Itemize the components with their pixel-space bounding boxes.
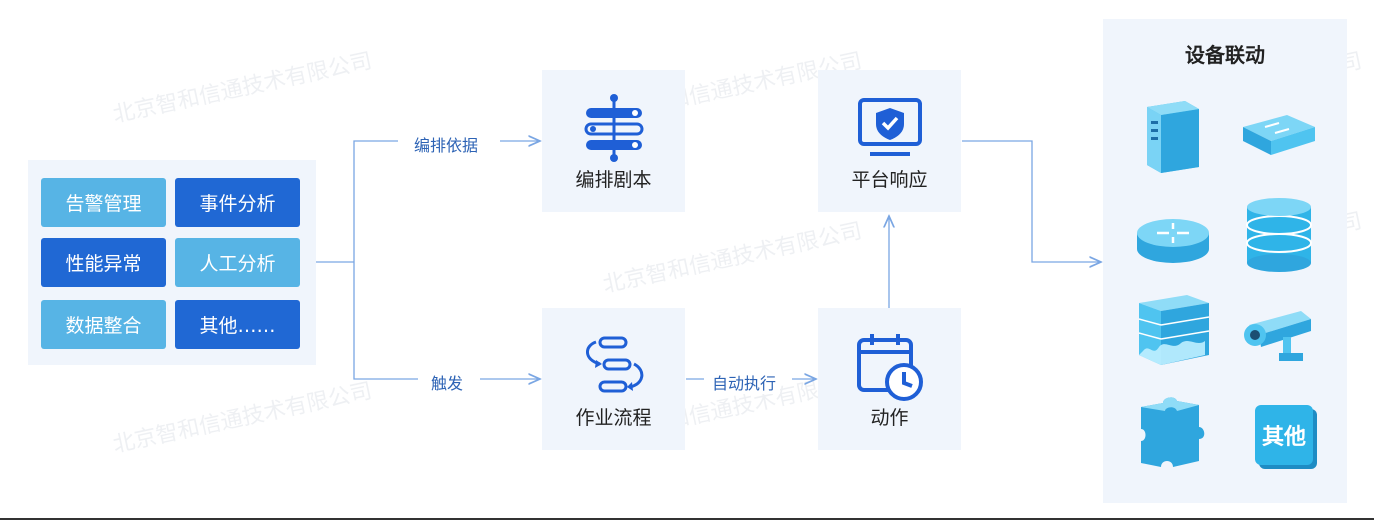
source-tag-other: 其他…… (175, 300, 300, 349)
device-panel: 设备联动 (1103, 19, 1347, 503)
card-label: 动作 (870, 407, 909, 429)
edge-label-trigger: 触发 (427, 370, 468, 394)
camera-icon (1244, 311, 1311, 361)
switch-icon (1243, 115, 1315, 155)
database-icon (1246, 198, 1312, 272)
workflow-icon (586, 336, 644, 393)
server-icon (1147, 101, 1199, 173)
playbook-icon (584, 94, 644, 162)
source-panel: 告警管理 事件分析 性能异常 人工分析 数据整合 其他…… (28, 160, 316, 365)
link-junction-down (353, 262, 418, 380)
firewall-icon (1138, 295, 1210, 365)
calendar-clock-icon (857, 334, 923, 401)
source-tag-alarm: 告警管理 (41, 178, 166, 227)
source-tag-manual-analysis: 人工分析 (175, 238, 300, 287)
link-junction-up (353, 140, 398, 262)
bottom-rule (0, 518, 1374, 520)
card-action: 动作 (818, 308, 961, 450)
source-tag-performance: 性能异常 (41, 238, 166, 287)
source-tag-data-integration: 数据整合 (41, 300, 166, 349)
card-platform-response: 平台响应 (818, 70, 961, 212)
puzzle-icon (1141, 397, 1205, 467)
link-platform-to-devices (962, 140, 1101, 262)
source-tag-event-analysis: 事件分析 (175, 178, 300, 227)
card-label: 编排剧本 (575, 169, 652, 191)
card-workflow: 作业流程 (542, 308, 685, 450)
device-panel-title: 设备联动 (1185, 43, 1265, 67)
edge-label-basis: 编排依据 (410, 132, 483, 156)
card-playbook: 编排剧本 (542, 70, 685, 212)
card-label: 平台响应 (851, 169, 928, 191)
edge-label-auto: 自动执行 (708, 370, 781, 394)
card-label: 作业流程 (575, 407, 652, 429)
other-device-label: 其他 (1261, 425, 1306, 450)
other-device-icon: 其他 (1255, 405, 1313, 465)
router-icon (1137, 219, 1209, 263)
shield-monitor-icon (858, 98, 922, 156)
